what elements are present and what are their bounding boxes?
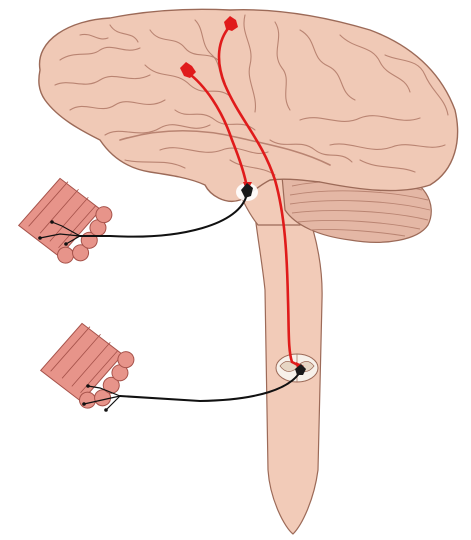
cerebrum	[39, 9, 458, 201]
muscle-fascicle-bundle-lower	[31, 310, 147, 425]
muscle-fascicle-bundle-upper	[9, 165, 125, 280]
